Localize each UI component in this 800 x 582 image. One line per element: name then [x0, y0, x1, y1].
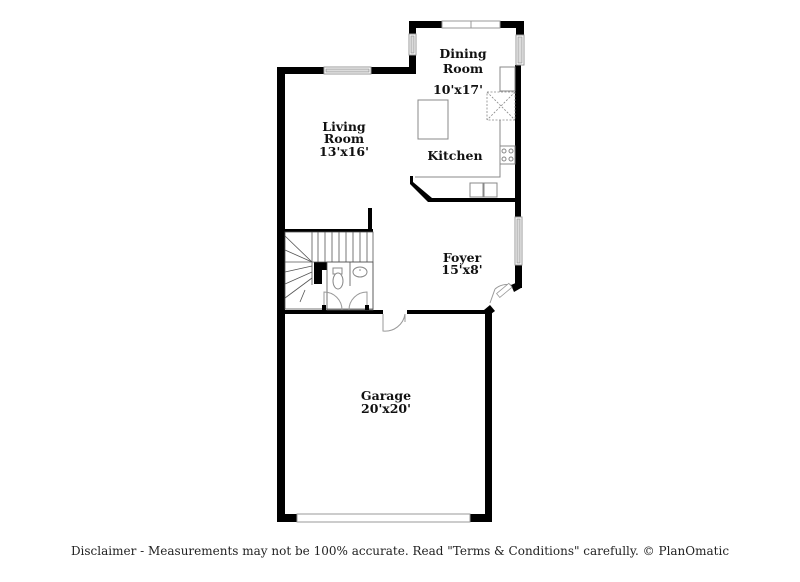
- room-label-foyer-size: 15'x8': [441, 262, 482, 277]
- disclaimer-text: Disclaimer - Measurements may not be 100…: [70, 544, 730, 558]
- room-labels: Dining Room 10'x17' Living Room 13'x16' …: [319, 46, 487, 416]
- powder-room: [322, 261, 374, 311]
- kitchen-fixtures: [415, 66, 516, 198]
- room-label-living-name2: Room: [324, 131, 364, 146]
- room-label-dining-size: 10'x17': [433, 82, 483, 97]
- room-label-living-size: 13'x16': [319, 144, 369, 159]
- doors: [382, 282, 513, 332]
- room-label-dining-name1: Dining: [439, 46, 487, 61]
- windows: [296, 20, 525, 523]
- walls: [277, 21, 524, 522]
- room-label-dining-name2: Room: [443, 61, 483, 76]
- room-label-foyer-name: Foyer: [443, 250, 482, 265]
- room-label-garage-size: 20'x20': [361, 401, 411, 416]
- room-label-living-name1: Living: [322, 119, 366, 134]
- room-label-kitchen-name: Kitchen: [427, 148, 482, 163]
- room-label-garage-name: Garage: [361, 388, 411, 403]
